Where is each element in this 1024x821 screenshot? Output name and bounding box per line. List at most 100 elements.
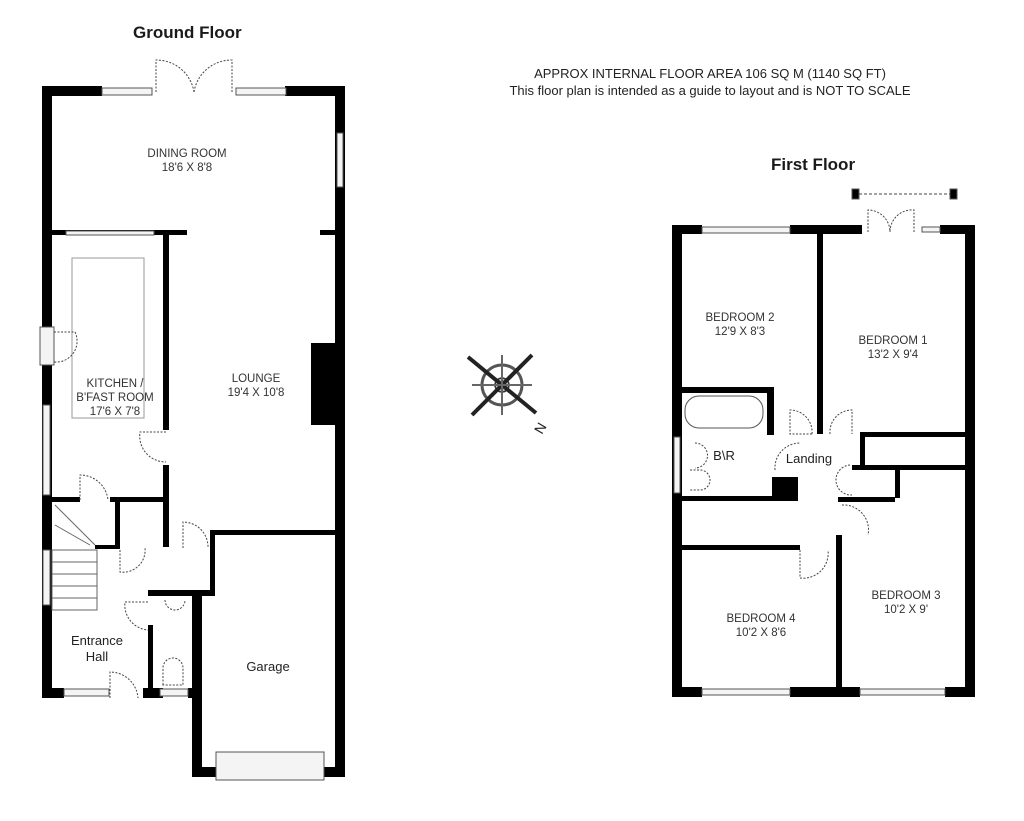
room-size: 18'6 X 8'8 [161, 162, 213, 174]
room-name: KITCHEN / [86, 378, 144, 390]
wall [860, 432, 965, 437]
window [336, 132, 344, 188]
french-door-left [155, 59, 195, 93]
room-size: 10'2 X 9' [883, 604, 929, 616]
room-name: Landing [785, 451, 833, 466]
bedroom1-door [829, 409, 853, 435]
room-name: DINING ROOM [147, 148, 227, 160]
basin [694, 442, 708, 469]
window [101, 87, 153, 96]
wall [95, 545, 120, 549]
wall [163, 465, 169, 505]
toilet [690, 469, 711, 491]
wall [852, 465, 965, 470]
wall [895, 465, 900, 498]
ground-floor-title: Ground Floor [133, 23, 242, 42]
window [859, 688, 946, 696]
wall [836, 535, 842, 690]
room-name: BEDROOM 4 [726, 613, 796, 625]
wall [323, 767, 345, 777]
room-name: BEDROOM 1 [858, 335, 928, 347]
room-entrance-hall: Entrance Hall [71, 633, 123, 665]
staircase [51, 504, 98, 611]
wall [163, 230, 169, 430]
kitchen-hall-door [79, 474, 109, 501]
cupboard-door [119, 547, 146, 573]
bedroom4-door [799, 549, 829, 579]
window [921, 226, 941, 233]
balcony-door-left [867, 209, 891, 233]
room-lounge: LOUNGE 19'4 X 10'8 [228, 372, 285, 400]
room-name-line2: Hall [85, 649, 109, 664]
north-label: N [531, 420, 550, 437]
window [235, 87, 287, 96]
wall [790, 687, 860, 697]
first-floor-door-swings [690, 193, 950, 579]
room-dining-room: DINING ROOM 18'6 X 8'8 [147, 147, 226, 175]
wall [945, 687, 975, 697]
wall [965, 225, 975, 697]
wall [320, 230, 335, 235]
room-garage: Garage [246, 659, 289, 675]
wc-toilet [162, 657, 184, 686]
window [701, 688, 791, 696]
wall [790, 225, 862, 234]
wall [682, 496, 798, 501]
room-bedroom-1: BEDROOM 1 13'2 X 9'4 [858, 334, 927, 362]
french-door-right [193, 59, 233, 93]
wall [188, 688, 202, 698]
wc-basin [164, 599, 186, 611]
bathroom-door [774, 442, 801, 471]
kitchen-side-door [53, 331, 78, 363]
side-door [39, 326, 55, 366]
wall [682, 387, 774, 393]
room-size: 10'2 X 8'6 [735, 627, 787, 639]
room-kitchen: KITCHEN / B'FAST ROOM 17'6 X 7'8 [76, 377, 153, 419]
wall [42, 86, 52, 698]
bedroom2-door [789, 409, 813, 435]
wall [335, 86, 345, 776]
wall [940, 225, 975, 234]
room-name: B\R [713, 448, 735, 463]
window [42, 404, 51, 496]
room-name: BEDROOM 2 [705, 312, 775, 324]
window [159, 688, 189, 697]
wall [192, 767, 220, 777]
wall [767, 387, 774, 435]
scale-disclaimer-line: This floor plan is intended as a guide t… [509, 83, 911, 98]
room-name: LOUNGE [231, 373, 281, 385]
wc-door [124, 601, 149, 631]
wall [148, 625, 153, 690]
wall [672, 687, 702, 697]
wall [115, 502, 120, 547]
floor-area-notice: APPROX INTERNAL FLOOR AREA 106 SQ M (114… [440, 65, 980, 99]
wall [860, 432, 865, 465]
room-name-line2: B'FAST ROOM [76, 392, 154, 404]
balcony-post [949, 188, 958, 200]
wall [163, 502, 169, 547]
front-door [109, 671, 139, 699]
window [65, 230, 155, 236]
room-size: 13'2 X 9'4 [867, 349, 919, 361]
room-bedroom-2: BEDROOM 2 12'9 X 8'3 [705, 311, 774, 339]
room-size: 17'6 X 7'8 [89, 406, 141, 418]
lounge-hall-door [182, 521, 209, 549]
kitchen-worktop [71, 257, 145, 419]
bedroom3-door [841, 504, 869, 536]
bath [684, 395, 764, 429]
wall [148, 590, 215, 596]
window [701, 226, 791, 234]
wall [42, 86, 102, 96]
balcony-post [851, 188, 860, 200]
wall [212, 530, 335, 535]
wall [52, 497, 80, 502]
wall [285, 86, 345, 96]
door-swings [53, 59, 233, 699]
room-bathroom: B\R [713, 448, 735, 464]
window [63, 688, 110, 697]
room-name: BEDROOM 3 [871, 590, 941, 602]
wall [838, 497, 895, 502]
garage-door [215, 751, 325, 781]
first-floor-title: First Floor [771, 155, 856, 174]
